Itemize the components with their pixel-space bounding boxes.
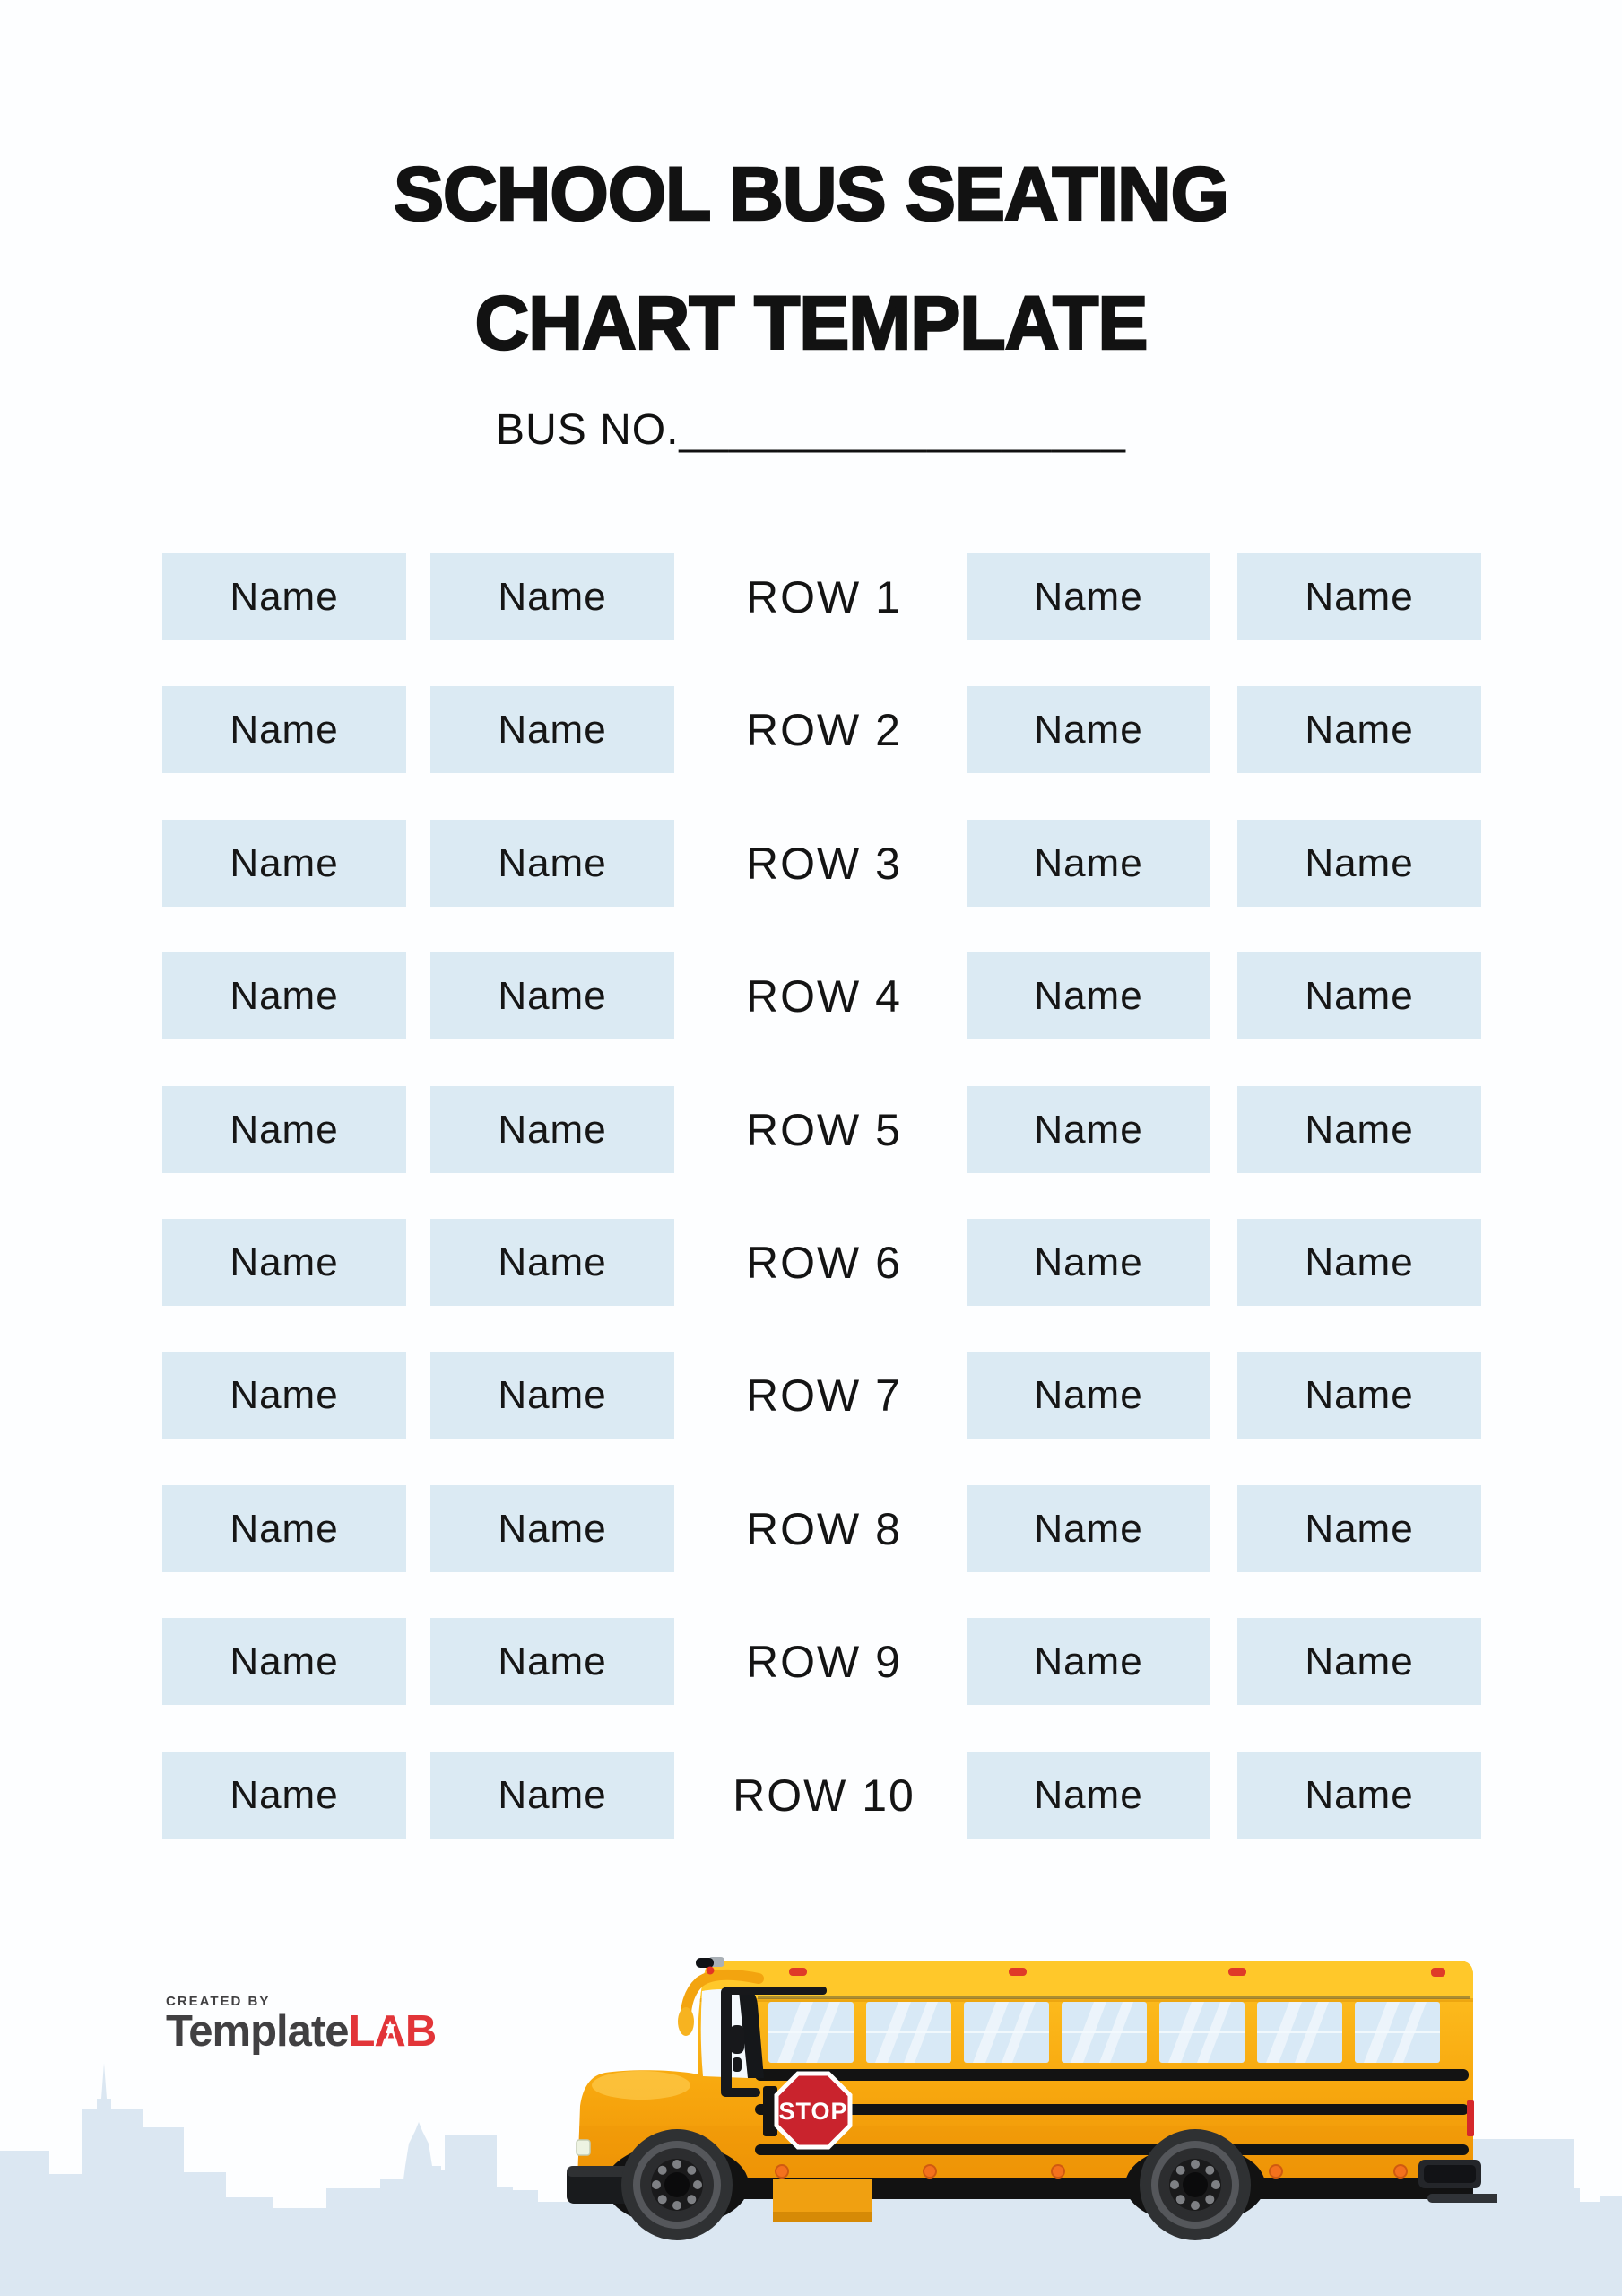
seat-cell: Name (1237, 1618, 1481, 1705)
seat-cell: Name (162, 1618, 406, 1705)
seat-cell: Name (162, 1752, 406, 1839)
logo-brand-template: Template (166, 2007, 349, 2056)
seat-cell: Name (430, 1086, 674, 1173)
school-bus-illustration: STOP (567, 1957, 1497, 2240)
stop-sign: STOP (763, 2071, 853, 2150)
seat-cell: Name (967, 952, 1210, 1039)
seat-cell: Name (1237, 1752, 1481, 1839)
seat-cell: Name (430, 1219, 674, 1306)
bus-number-blank: __________________ (679, 406, 1126, 454)
bus-stripes (755, 2069, 1469, 2155)
row-label: ROW 2 (746, 704, 902, 755)
seat-row: Name Name ROW 5 Name Name (0, 1086, 1622, 1173)
logo-created-by: CREATED BY (166, 1994, 271, 2009)
mirror (721, 1987, 827, 2097)
row-label: ROW 1 (746, 571, 902, 622)
exhaust-pipe (1427, 2194, 1497, 2203)
seat-row: Name Name ROW 1 Name Name (0, 553, 1622, 640)
seat-cell: Name (430, 1485, 674, 1572)
seat-cell: Name (1237, 952, 1481, 1039)
seat-cell: Name (1237, 553, 1481, 640)
page-title-line-2: CHART TEMPLATE (473, 280, 1149, 367)
seat-row: Name Name ROW 8 Name Name (0, 1485, 1622, 1572)
seat-cell: Name (430, 553, 674, 640)
seat-cell: Name (967, 686, 1210, 773)
seat-cell: Name (162, 686, 406, 773)
seat-cell: Name (1237, 686, 1481, 773)
seat-cell: Name (430, 952, 674, 1039)
seat-cell: Name (1237, 1352, 1481, 1439)
row-label: ROW 10 (733, 1770, 915, 1821)
seat-cell: Name (967, 1752, 1210, 1839)
fender-mirror (678, 2007, 694, 2036)
seat-cell: Name (162, 1485, 406, 1572)
seat-cell: Name (967, 1485, 1210, 1572)
seat-row: Name Name ROW 10 Name Name (0, 1752, 1622, 1839)
row-label: ROW 5 (746, 1104, 902, 1155)
seat-cell: Name (1237, 1086, 1481, 1173)
seat-cell: Name (430, 686, 674, 773)
row-label: ROW 7 (746, 1370, 902, 1421)
seat-cell: Name (162, 553, 406, 640)
seat-cell: Name (967, 1219, 1210, 1306)
fender-mirror-arm (681, 1969, 764, 2018)
seat-row: Name Name ROW 9 Name Name (0, 1618, 1622, 1705)
seat-row: Name Name ROW 3 Name Name (0, 820, 1622, 907)
seat-cell: Name (162, 820, 406, 907)
row-label: ROW 9 (746, 1636, 902, 1687)
seat-cell: Name (162, 1086, 406, 1173)
bus-number-label: BUS NO. (496, 406, 680, 454)
seat-cell: Name (430, 820, 674, 907)
front-wheel (621, 2129, 733, 2240)
headlight (576, 2139, 591, 2156)
a-pillar (739, 1989, 764, 2078)
seat-cell: Name (162, 952, 406, 1039)
seat-cell: Name (1237, 1219, 1481, 1306)
seat-cell: Name (967, 1086, 1210, 1173)
seat-cell: Name (1237, 820, 1481, 907)
row-label: ROW 6 (746, 1237, 902, 1288)
seat-cell: Name (430, 1618, 674, 1705)
seat-row: Name Name ROW 2 Name Name (0, 686, 1622, 773)
seat-cell: Name (967, 820, 1210, 907)
row-label: ROW 4 (746, 970, 902, 1022)
row-label: ROW 8 (746, 1503, 902, 1554)
seat-cell: Name (430, 1752, 674, 1839)
rear-wheel (1140, 2129, 1251, 2240)
flask-icon (384, 2024, 398, 2048)
page-title-line-1: SCHOOL BUS SEATING (393, 151, 1230, 238)
roof-marker-lights (789, 1968, 1445, 1977)
seat-cell: Name (1237, 1485, 1481, 1572)
seat-cell: Name (967, 553, 1210, 640)
seat-row: Name Name ROW 7 Name Name (0, 1352, 1622, 1439)
seat-cell: Name (162, 1219, 406, 1306)
city-skyline-illustration (0, 2063, 1622, 2296)
seat-row: Name Name ROW 6 Name Name (0, 1219, 1622, 1306)
seat-cell: Name (430, 1352, 674, 1439)
row-label: ROW 3 (746, 838, 902, 889)
stop-sign-text: STOP (778, 2098, 847, 2125)
seat-row: Name Name ROW 4 Name Name (0, 952, 1622, 1039)
seat-cell: Name (162, 1352, 406, 1439)
bus-number-line: BUS NO.__________________ (0, 405, 1622, 455)
marker-dots (775, 2164, 1408, 2179)
seat-cell: Name (967, 1352, 1210, 1439)
seat-cell: Name (967, 1618, 1210, 1705)
tail-light (1467, 2100, 1474, 2136)
